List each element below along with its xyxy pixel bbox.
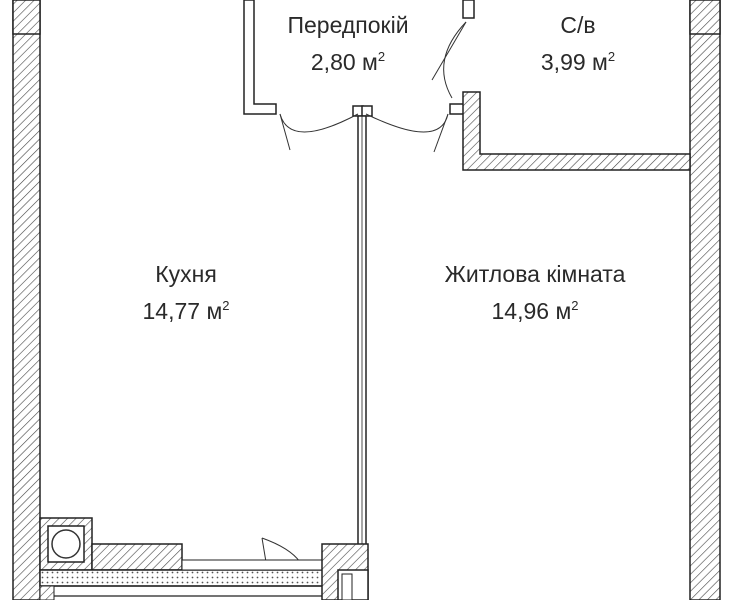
hallway-left-partition [243, 0, 277, 115]
kitchen-bottom-wall [91, 543, 183, 571]
insulation-band [39, 569, 341, 587]
room-area-bathroom: 3,99 м2 [541, 49, 615, 75]
room-name-hallway: Передпокій [287, 12, 408, 38]
top-left-wall-stub [12, 0, 41, 35]
right-wall [689, 0, 721, 600]
bathroom-walls [462, 91, 691, 171]
kitchen-window [181, 559, 323, 571]
room-name-bathroom: С/в [560, 12, 595, 38]
bathroom-wall [462, 91, 691, 171]
left-wall [12, 0, 41, 600]
ventilation-duct [51, 529, 81, 559]
interior-partition [357, 115, 367, 547]
exterior-walls [12, 0, 721, 600]
room-name-living: Житлова кімната [445, 261, 626, 287]
bathroom-door-jamb [449, 103, 465, 115]
bathroom-door-swing [443, 21, 467, 99]
balcony-door-swing [261, 537, 301, 563]
room-area-living: 14,96 м2 [492, 298, 579, 324]
room-area-hallway: 2,80 м2 [311, 49, 385, 75]
hallway-door-jamb-right [361, 105, 373, 117]
bottom-structure [39, 517, 369, 600]
kitchen-door-swing [279, 113, 359, 133]
living-door-swing [365, 113, 449, 133]
hallway-partitions [243, 0, 475, 117]
top-right-wall-stub [689, 0, 721, 35]
room-name-kitchen: Кухня [155, 261, 217, 287]
bathroom-top-jamb [462, 0, 475, 19]
room-area-kitchen: 14,77 м2 [143, 298, 230, 324]
room-labels: Передпокій 2,80 м2 С/в 3,99 м2 Кухня 14,… [143, 12, 626, 324]
